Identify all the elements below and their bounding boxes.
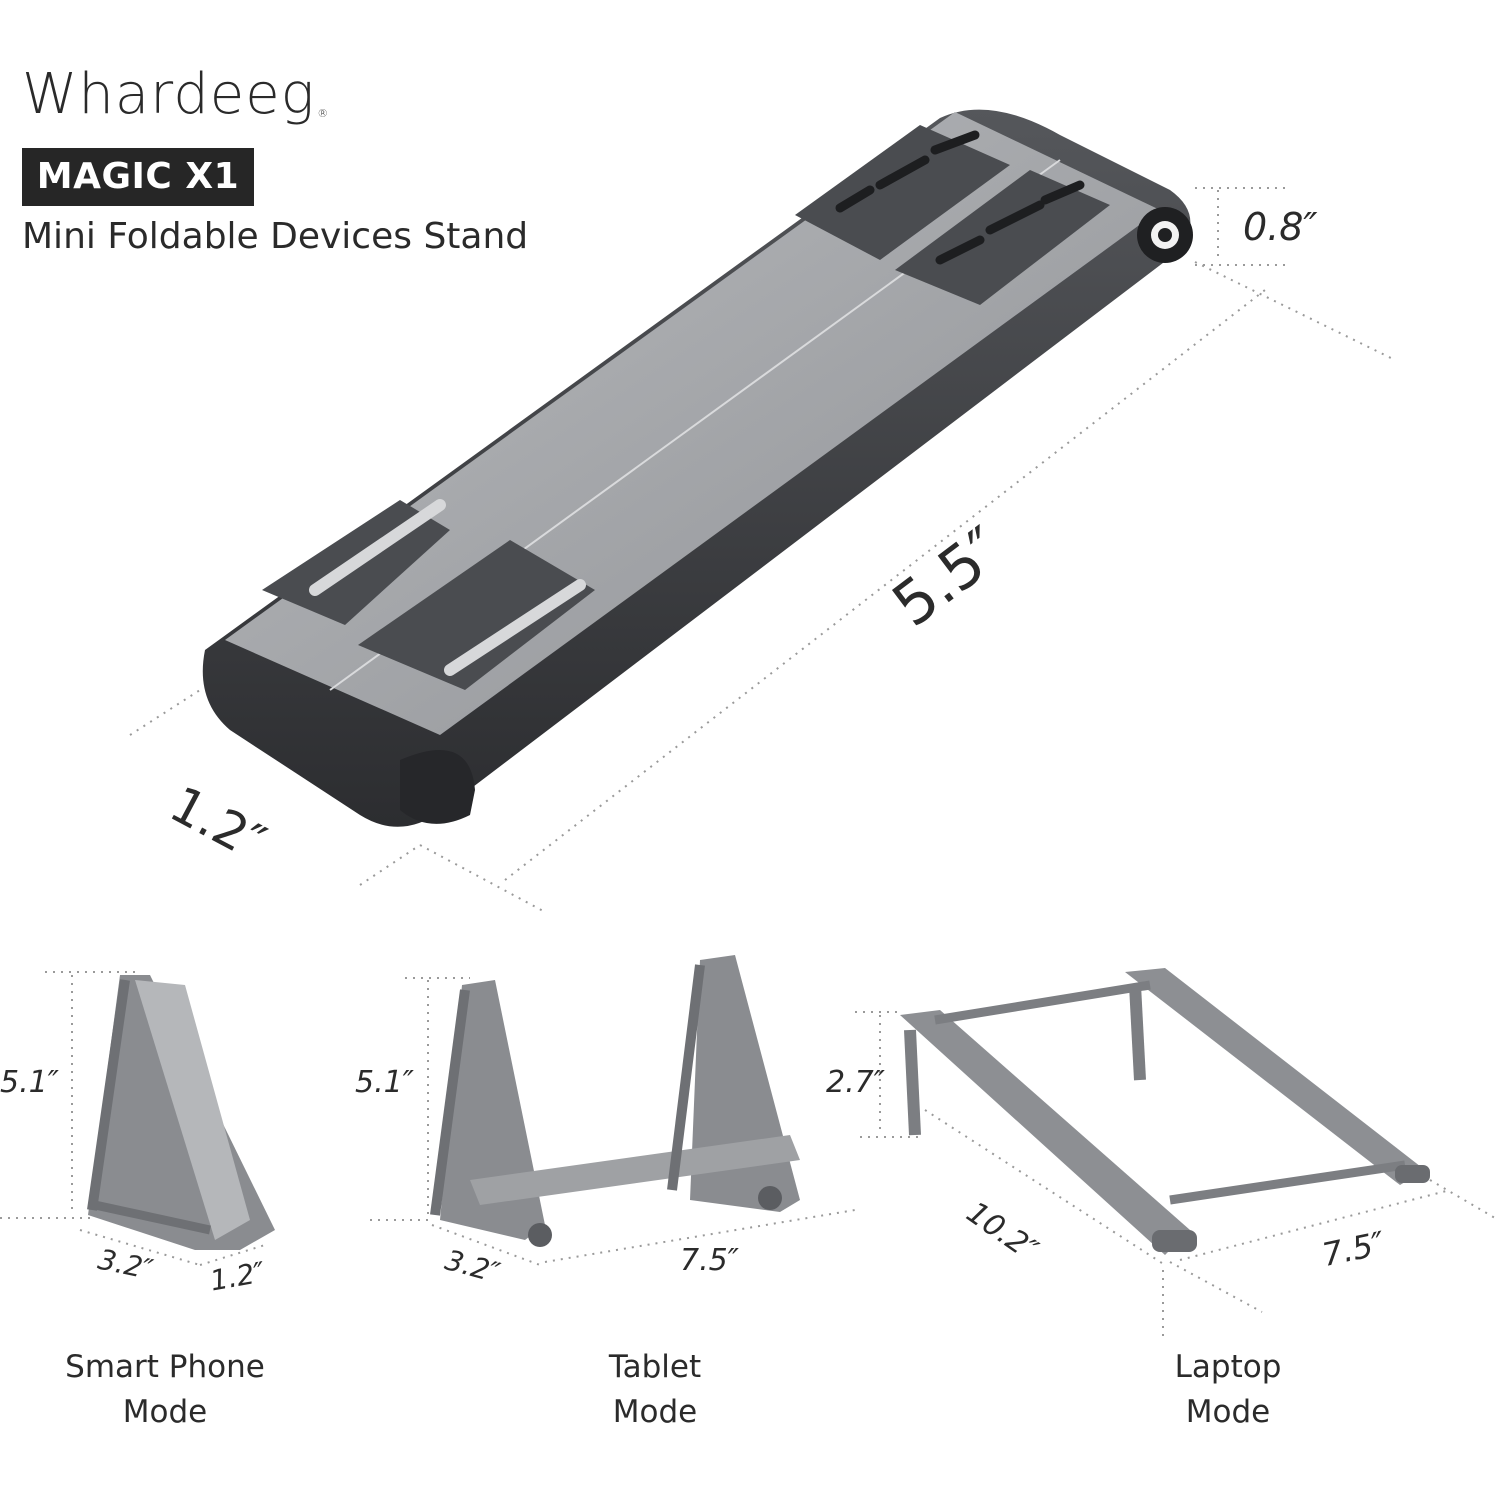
- tablet-mode-line1: Tablet: [608, 1349, 702, 1385]
- folded-stand-illustration: [129, 109, 1396, 913]
- brand-name: Whardeeg: [22, 62, 316, 127]
- tablet-mode-illustration: [370, 955, 856, 1266]
- tablet-mode-caption: Tablet Mode: [505, 1345, 805, 1435]
- tablet-width-label: 7.5″: [680, 1243, 739, 1278]
- laptop-mode-caption: Laptop Mode: [1078, 1345, 1378, 1435]
- laptop-mode-illustration: [855, 968, 1496, 1340]
- phone-mode-line2: Mode: [122, 1394, 208, 1430]
- folded-depth-label: 0.8″: [1243, 205, 1318, 249]
- phone-mode-caption: Smart Phone Mode: [15, 1345, 315, 1435]
- product-tagline: Mini Foldable Devices Stand: [22, 216, 529, 257]
- phone-height-label: 5.1″: [0, 1065, 59, 1100]
- laptop-mode-line1: Laptop: [1174, 1349, 1282, 1385]
- laptop-mode-line2: Mode: [1185, 1394, 1271, 1430]
- laptop-height-label: 2.7″: [826, 1065, 885, 1100]
- phone-mode-illustration: [0, 971, 275, 1266]
- registered-mark: ®: [317, 107, 330, 120]
- model-badge: MAGIC X1: [22, 148, 254, 206]
- brand-logo: Whardeeg®: [22, 62, 329, 127]
- phone-mode-line1: Smart Phone: [65, 1349, 265, 1385]
- tablet-mode-line2: Mode: [612, 1394, 698, 1430]
- tablet-height-label: 5.1″: [355, 1065, 414, 1100]
